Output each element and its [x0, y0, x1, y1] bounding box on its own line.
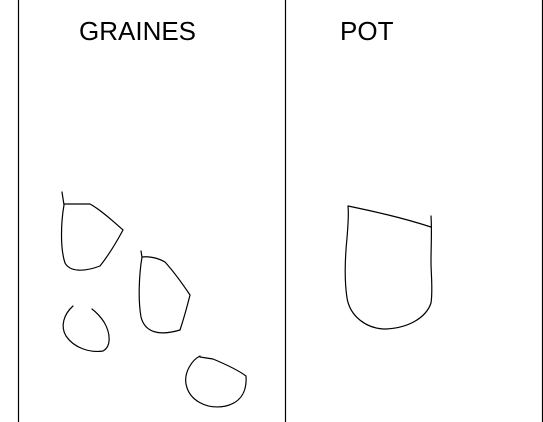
seed-drawing-3	[63, 306, 109, 351]
pot-drawing	[345, 206, 432, 329]
seed-drawing-2	[139, 251, 190, 333]
pot-heading: POT	[340, 18, 393, 44]
seed-drawing-1	[62, 192, 124, 270]
graines-heading: GRAINES	[79, 18, 196, 44]
seed-drawing-4	[186, 356, 246, 407]
